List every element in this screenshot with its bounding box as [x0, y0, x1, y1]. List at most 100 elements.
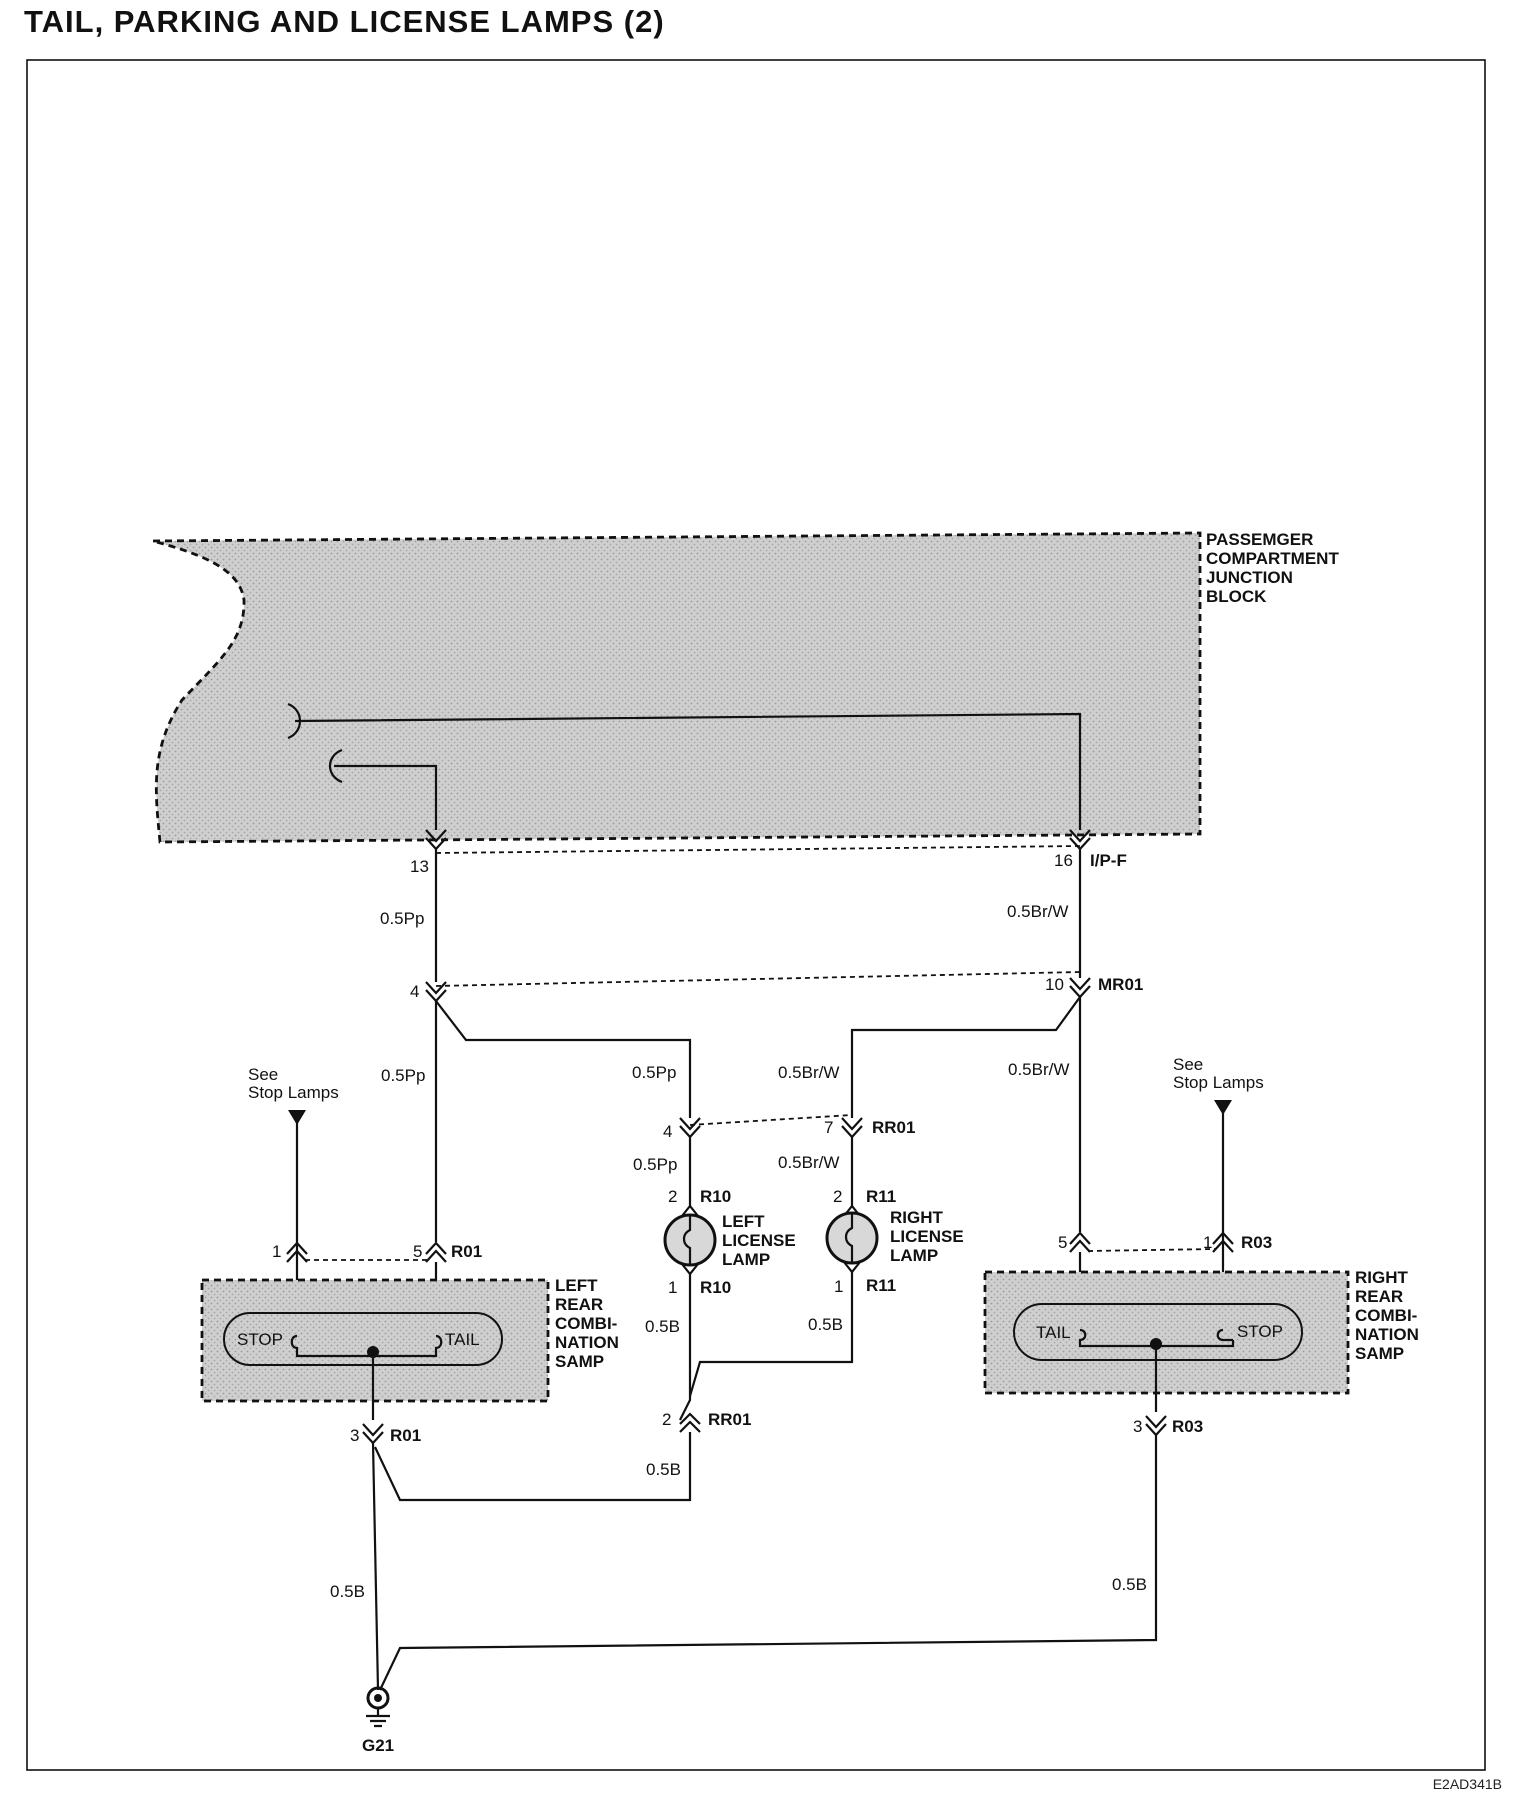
- wire-rr01-2-to-ground-bus: [374, 1432, 692, 1502]
- right-r03-pin1-chevron: [1212, 1231, 1234, 1253]
- diagram-frame: [26, 59, 1486, 1771]
- left-r01-pin-1: 1: [272, 1242, 281, 1261]
- left-rear-combination-box: [200, 1278, 550, 1403]
- junction-block-label-2: COMPARTMENT: [1206, 549, 1339, 568]
- left-license-filament: [682, 1215, 692, 1265]
- wire-label-brw-right-tail: 0.5Br/W: [1008, 1060, 1069, 1079]
- left-combination-label-5: SAMP: [555, 1352, 604, 1371]
- junction-block-label-4: BLOCK: [1206, 587, 1267, 606]
- rr01-bottom-name: RR01: [708, 1410, 751, 1429]
- right-r03-pin3-chevron: [1145, 1415, 1167, 1437]
- wire-label-b-rr01: 0.5B: [646, 1460, 681, 1479]
- rr01-pin4-chevron: [679, 1117, 701, 1139]
- left-combination-stop: STOP: [237, 1330, 283, 1349]
- right-combination-tail: TAIL: [1036, 1323, 1071, 1342]
- see-stop-right-arrow: [1214, 1100, 1232, 1115]
- right-license-bottom-pin: 1: [834, 1277, 843, 1296]
- right-license-filament: [844, 1213, 854, 1263]
- ground-g21: G21: [362, 1686, 394, 1755]
- left-combination-tail: TAIL: [445, 1330, 480, 1349]
- right-combination-label-2: REAR: [1355, 1287, 1403, 1306]
- wire-right-license-to-rr01-2: [688, 1272, 854, 1397]
- left-license-bottom-pin: 1: [668, 1278, 677, 1297]
- junction-block: PASSEMGER COMPARTMENT JUNCTION BLOCK: [152, 530, 1339, 851]
- left-r01-pin5-chevron: [425, 1241, 447, 1263]
- mr01-pin4-chevron: [425, 981, 447, 1003]
- rr01-pin-7: 7: [824, 1118, 833, 1137]
- ground-eyelet-center: [374, 1694, 382, 1702]
- rr01-connector-link: [689, 1114, 853, 1126]
- wire-label-pp-license: 0.5Pp: [632, 1063, 676, 1082]
- left-license-top-conn: R10: [700, 1187, 731, 1206]
- right-r03-name: R03: [1241, 1233, 1272, 1252]
- wire-mr01-10-to-rr01-7: [850, 996, 1081, 1118]
- left-license-label-2: LICENSE: [722, 1231, 796, 1250]
- right-r03-pin-1: 1: [1203, 1233, 1212, 1252]
- see-stop-right-2: Stop Lamps: [1173, 1073, 1264, 1092]
- rr01-bottom-pin-2: 2: [662, 1410, 671, 1429]
- right-r03-pin5-chevron: [1069, 1231, 1091, 1253]
- left-combination-label-2: REAR: [555, 1295, 603, 1314]
- right-combination-label-3: COMBI-: [1355, 1306, 1417, 1325]
- left-combination-label-4: NATION: [555, 1333, 619, 1352]
- left-r01-pin3-chevron: [362, 1423, 384, 1445]
- ground-symbol-icon: [366, 1708, 390, 1728]
- rr01-pin-4: 4: [663, 1122, 672, 1141]
- jb-circuit-lower: [328, 748, 438, 830]
- rr01-pin2-chevron: [679, 1412, 701, 1433]
- see-stop-right-1: See: [1173, 1055, 1203, 1074]
- see-stop-left-2: Stop Lamps: [248, 1083, 339, 1102]
- see-stop-left-1: See: [248, 1065, 278, 1084]
- wire-mr01-4-to-rr01-4: [435, 1000, 692, 1118]
- wire-label-pp-left-lamp: 0.5Pp: [633, 1155, 677, 1174]
- wire-left-license-to-rr01-2: [679, 1274, 692, 1421]
- jb-circuit-upper: [287, 702, 1082, 830]
- right-combination-label-5: SAMP: [1355, 1344, 1404, 1363]
- right-license-label-1: RIGHT: [890, 1208, 944, 1227]
- left-r01-bottom-pin-3: 3: [350, 1426, 359, 1445]
- ipf-pin-16: 16: [1054, 851, 1073, 870]
- left-license-label-1: LEFT: [722, 1212, 765, 1231]
- right-license-label-3: LAMP: [890, 1246, 938, 1265]
- junction-block-label-3: JUNCTION: [1206, 568, 1293, 587]
- right-rear-combination-housing: [1013, 1303, 1303, 1361]
- left-license-top-pin: 2: [668, 1187, 677, 1206]
- left-license-lamp: 0.5Pp 2 R10 1 R10 LEFT LICENSE LAMP: [633, 1137, 796, 1297]
- left-r01-pin1-chevron: [286, 1241, 308, 1263]
- left-rear-combination-lamp: See Stop Lamps 1 5 R01 STOP TAIL 3 R01 L…: [200, 1065, 619, 1445]
- wire-label-pp-left-tail: 0.5Pp: [381, 1066, 425, 1085]
- rr01-pin7-chevron: [841, 1117, 863, 1139]
- ipf-pin-13: 13: [410, 857, 429, 876]
- right-rear-combination-lamp: See Stop Lamps 5 1 R03 TAIL STOP 3 R03 R…: [983, 1055, 1419, 1437]
- mr01-pin10-chevron: [1069, 977, 1091, 999]
- right-rear-combination-box: [983, 1270, 1350, 1395]
- right-r03-bottom-name: R03: [1172, 1417, 1203, 1436]
- left-license-bottom-conn: R10: [700, 1278, 731, 1297]
- rr01-connector-name: RR01: [872, 1118, 915, 1137]
- wire-left-r01-3-to-ground: [371, 1442, 380, 1691]
- right-license-bottom-conn: R11: [866, 1276, 896, 1295]
- left-license-top-chevron: [681, 1204, 699, 1217]
- wire-right-r03-3-to-ground: [379, 1435, 1158, 1691]
- left-r01-bottom-name: R01: [390, 1426, 421, 1445]
- document-code: E2AD341B: [1432, 1776, 1502, 1792]
- junction-block-shape: [152, 531, 1202, 844]
- mr01-pin-10: 10: [1045, 975, 1064, 994]
- right-combination-label-1: RIGHT: [1355, 1268, 1409, 1287]
- right-combination-label-4: NATION: [1355, 1325, 1419, 1344]
- wire-label-b-ground-right: 0.5B: [1112, 1575, 1147, 1594]
- mr01-pin-4: 4: [410, 982, 419, 1001]
- right-license-top-pin: 2: [833, 1187, 842, 1206]
- ground-label: G21: [362, 1736, 394, 1755]
- left-r01-pin-5: 5: [413, 1242, 422, 1261]
- right-license-top-conn: R11: [866, 1187, 896, 1206]
- wire-label-brw-right-lamp: 0.5Br/W: [778, 1153, 839, 1172]
- mr01-connector-name: MR01: [1098, 975, 1143, 994]
- wire-label-b-right-lamp: 0.5B: [808, 1315, 843, 1334]
- ipf-connector-link: [435, 845, 1081, 854]
- page-title: TAIL, PARKING AND LICENSE LAMPS (2): [24, 4, 665, 39]
- right-license-lamp: 0.5Br/W 2 R11 1 R11 RIGHT LICENSE LAMP: [778, 1137, 964, 1296]
- left-combination-label-3: COMBI-: [555, 1314, 617, 1333]
- wire-label-pp-ipf: 0.5Pp: [380, 909, 424, 928]
